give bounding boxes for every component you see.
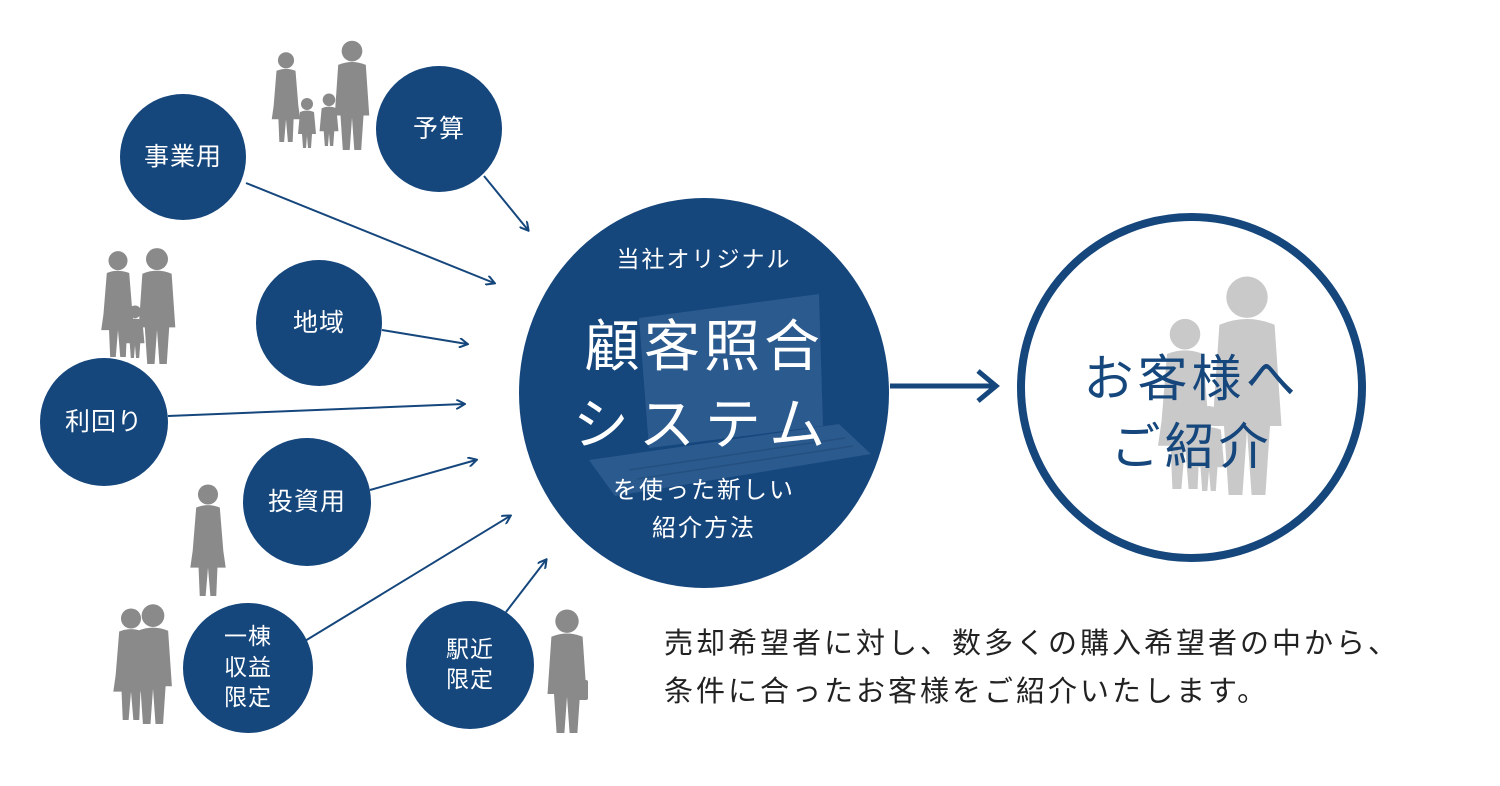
laptop-icon bbox=[589, 294, 871, 496]
main-arrow bbox=[890, 369, 1000, 403]
category-label-line: 限定 bbox=[446, 667, 494, 693]
arrow-yield bbox=[167, 404, 464, 417]
couple-silhouette-icon bbox=[113, 604, 172, 724]
category-label: 利回り bbox=[64, 406, 143, 436]
hub-title-line1: 顧客照合 bbox=[584, 315, 824, 380]
category-area: 地域 bbox=[256, 260, 382, 386]
category-label: 予算 bbox=[412, 113, 465, 143]
category-whole-building: 一棟 収益 限定 bbox=[183, 603, 313, 733]
category-yield: 利回り bbox=[40, 358, 168, 486]
arrow-whole-building bbox=[299, 516, 510, 645]
arrow-near-station bbox=[505, 560, 546, 613]
customer-matching-system-hub: 当社オリジナル 顧客照合 システム を使った新しい 紹介方法 bbox=[519, 198, 889, 588]
businessman-phone-silhouette-icon bbox=[547, 609, 588, 733]
target-line2: ご紹介 bbox=[1110, 418, 1273, 476]
target-line1: お客様へ bbox=[1083, 350, 1300, 408]
introduction-target-circle: お客様へ ご紹介 bbox=[1017, 213, 1366, 562]
category-label: 投資用 bbox=[267, 486, 346, 516]
family-silhouette-icon bbox=[271, 40, 370, 151]
connector-arrows bbox=[167, 175, 546, 645]
category-label-line: 駅近 bbox=[446, 636, 494, 663]
arrow-investment-use bbox=[369, 460, 476, 491]
category-label-line: 収益 bbox=[224, 654, 272, 681]
arrow-business-use bbox=[245, 182, 494, 283]
businesswoman-silhouette-icon bbox=[190, 484, 226, 596]
category-business-use: 事業用 bbox=[120, 94, 246, 220]
description-line1: 売却希望者に対し、数多くの購入希望者の中から、 bbox=[664, 626, 1401, 660]
couple-with-child-silhouette-icon bbox=[101, 248, 176, 364]
category-budget: 予算 bbox=[376, 66, 502, 192]
category-label: 事業用 bbox=[143, 141, 222, 171]
arrow-budget bbox=[483, 175, 528, 230]
category-label-line: 限定 bbox=[224, 685, 272, 712]
arrow-area bbox=[381, 329, 467, 344]
hub-subtitle-line1: を使った新しい bbox=[613, 476, 795, 504]
category-investment-use: 投資用 bbox=[243, 438, 371, 566]
hub-kicker: 当社オリジナル bbox=[616, 247, 792, 273]
category-label: 地域 bbox=[292, 307, 345, 337]
category-near-station: 駅近 限定 bbox=[406, 601, 534, 729]
hub-title-line2: システム bbox=[572, 393, 836, 458]
hub-subtitle-line2: 紹介方法 bbox=[652, 514, 756, 542]
description-line2: 条件に合ったお客様をご紹介いたします。 bbox=[664, 674, 1270, 708]
category-label-line: 一棟 bbox=[224, 624, 272, 651]
